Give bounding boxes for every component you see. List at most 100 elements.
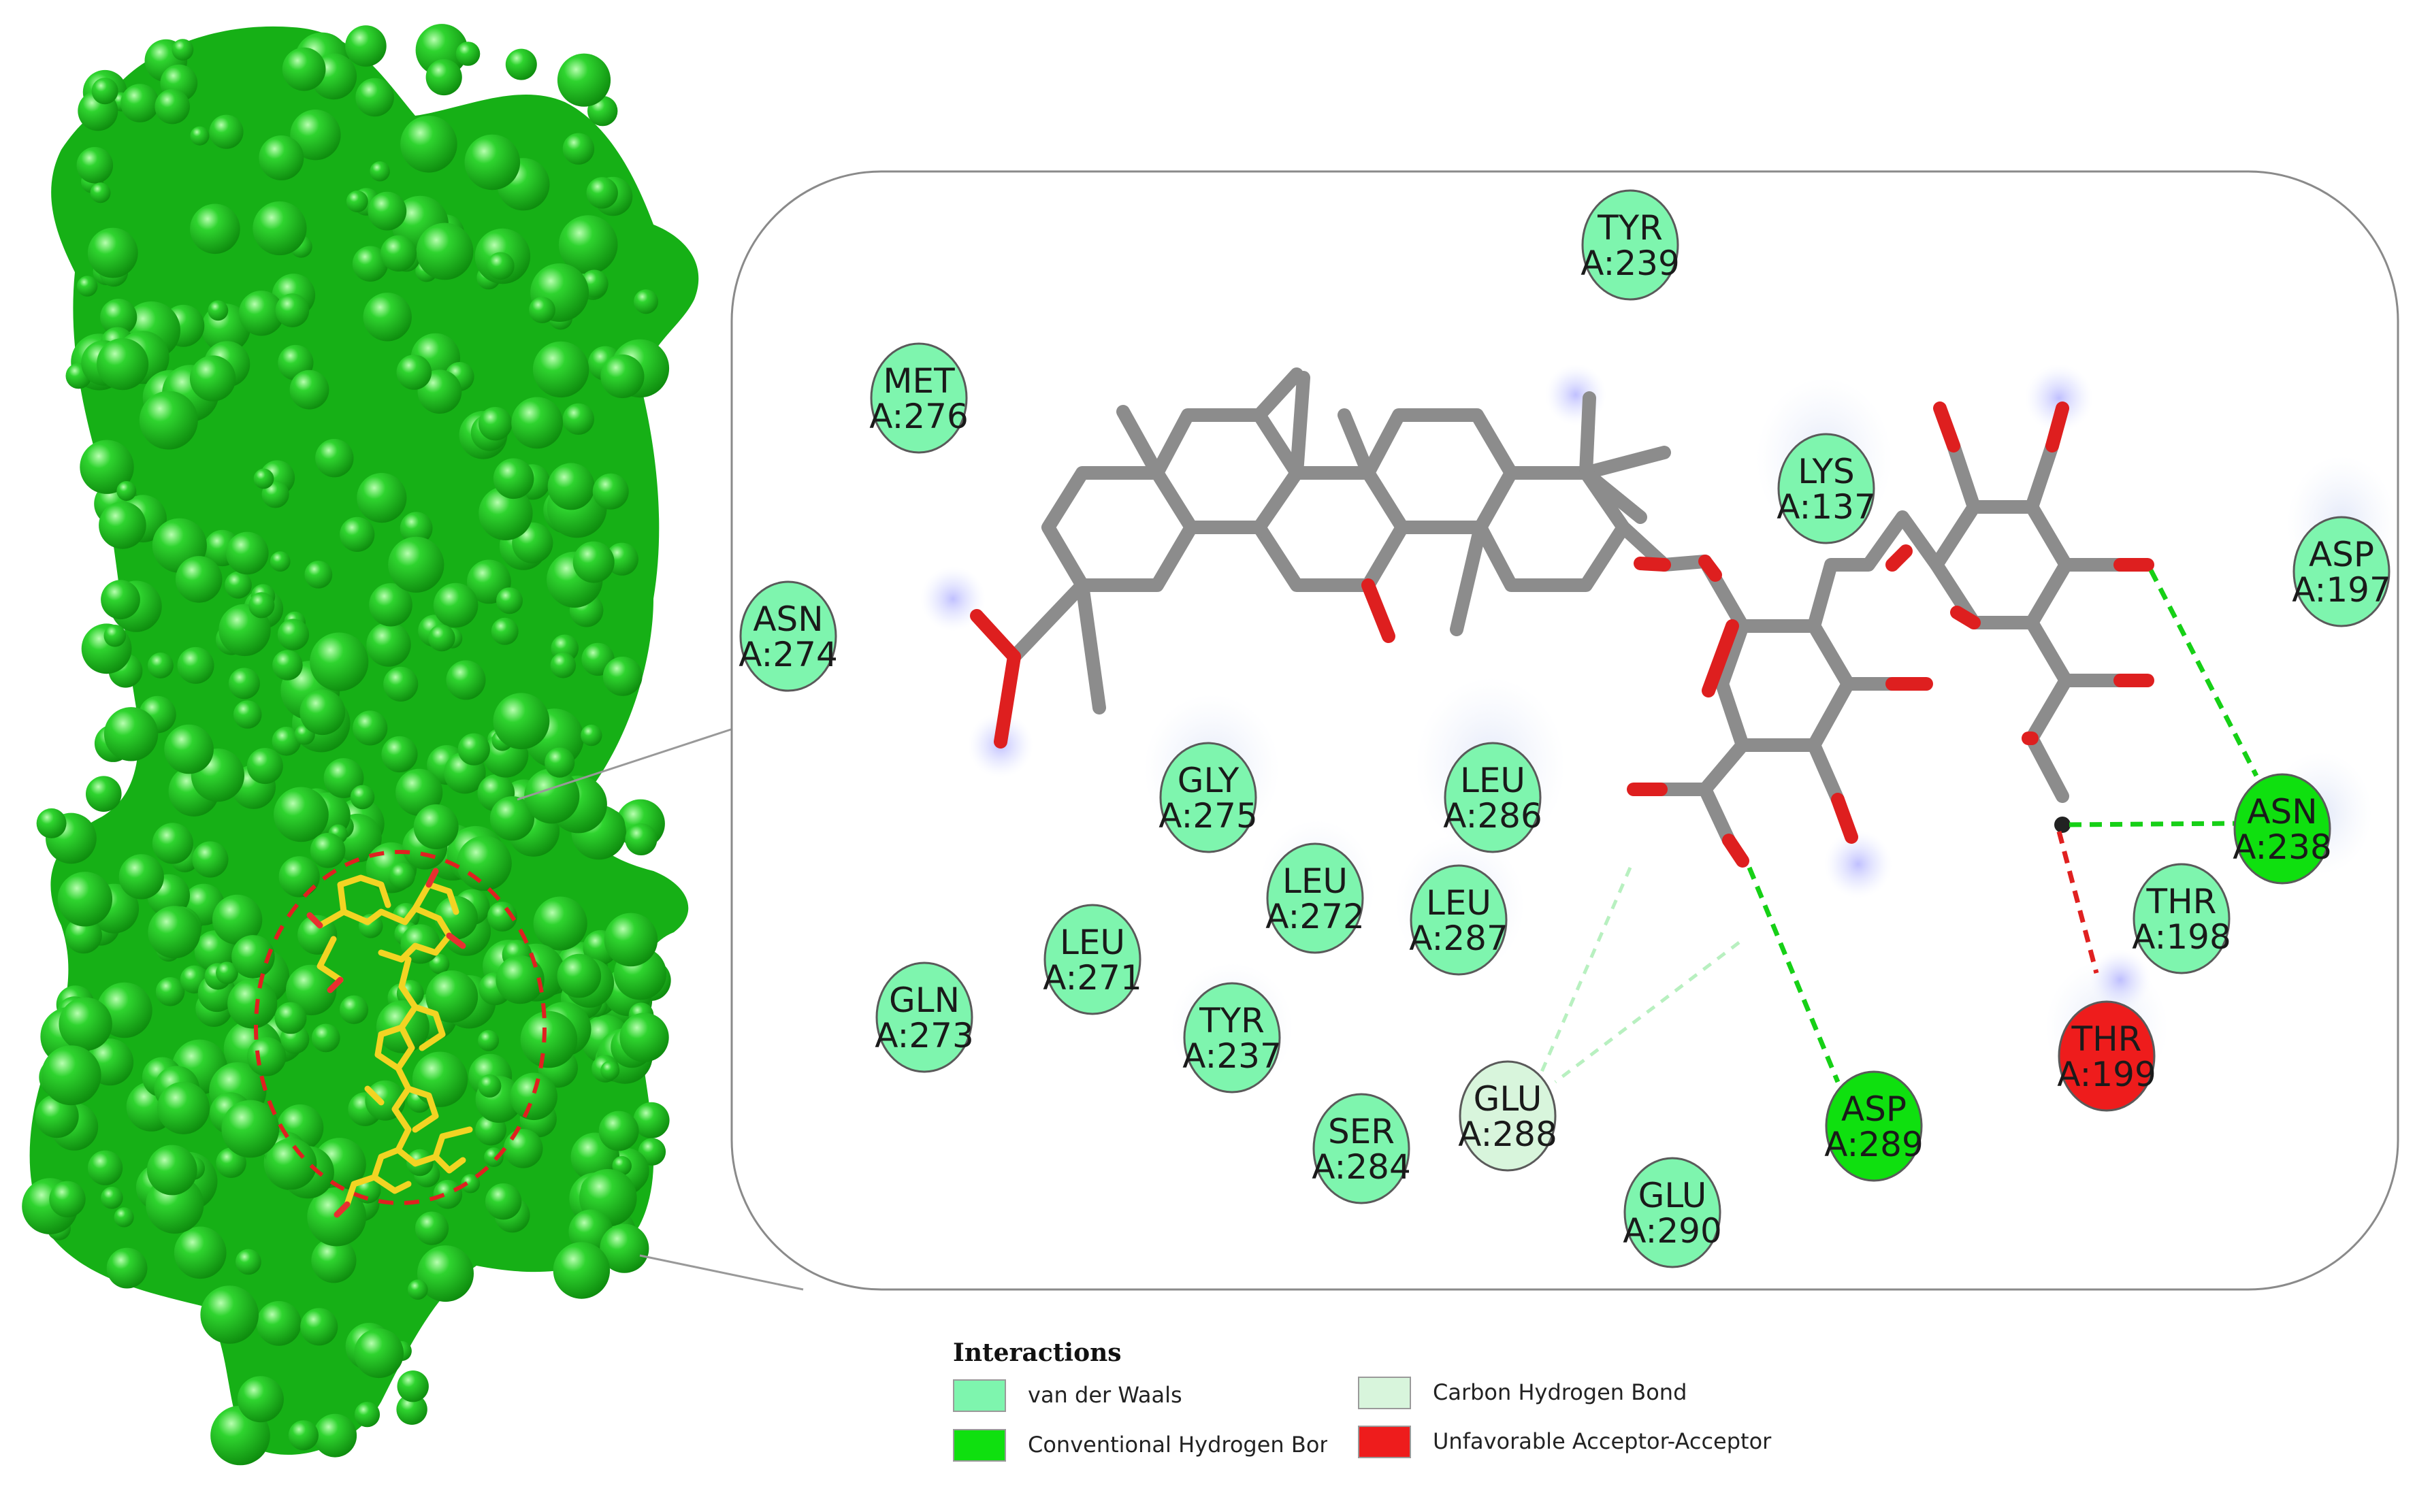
surface-bump <box>103 625 127 647</box>
residue-number: A:239 <box>1581 244 1680 283</box>
surface-bump <box>396 355 432 390</box>
surface-bump <box>368 191 407 231</box>
ligand-oxygens <box>306 868 466 1218</box>
surface-bump <box>237 1376 284 1423</box>
surface-bump <box>155 977 185 1006</box>
surface-bump <box>155 88 190 125</box>
surface-bump <box>547 463 595 510</box>
surface-bump <box>633 1102 670 1138</box>
surface-bump <box>76 147 114 184</box>
surface-bump <box>311 1238 357 1283</box>
surface-bump <box>139 391 198 450</box>
surface-bump <box>278 856 320 898</box>
surface-bump <box>395 768 443 816</box>
ligand-stick-model <box>317 874 473 1208</box>
surface-bump <box>91 78 118 105</box>
surface-bump <box>297 915 338 955</box>
residue-number: A:137 <box>1777 487 1876 527</box>
surface-bump <box>164 724 214 774</box>
residue-name: THR <box>2146 882 2217 921</box>
residue-name: ASN <box>2247 792 2317 832</box>
surface-bump <box>146 1145 197 1196</box>
residue-number: A:274 <box>739 635 838 674</box>
residue-name: THR <box>2071 1019 2142 1059</box>
surface-bump <box>290 110 341 161</box>
surface-bump <box>357 473 407 523</box>
legend-label-carbon-hbond: Carbon Hydrogen Bond <box>1433 1379 1687 1405</box>
surface-bump <box>152 823 193 864</box>
surface-bump <box>228 668 260 700</box>
surface-bump <box>380 235 417 272</box>
surface-bump <box>282 47 326 91</box>
residue-number: A:273 <box>875 1016 974 1055</box>
surface-bump <box>491 617 519 645</box>
surface-bump <box>511 397 563 449</box>
surface-bump <box>274 1002 307 1034</box>
residue-name: LYS <box>1798 452 1855 491</box>
surface-bump <box>147 653 174 678</box>
residue-disc <box>1777 433 1875 544</box>
zoom-line-top <box>517 727 736 801</box>
residue-number: A:272 <box>1265 897 1365 936</box>
surface-bump <box>562 403 594 435</box>
residue-disc <box>1459 1060 1557 1172</box>
surface-bump <box>114 1207 134 1228</box>
surface-bump <box>489 796 535 841</box>
surface-bump <box>413 804 459 849</box>
surface-bump <box>600 1223 649 1273</box>
residue-number: A:287 <box>1409 919 1508 958</box>
surface-bump <box>221 1100 280 1158</box>
residue-number: A:237 <box>1182 1036 1282 1076</box>
residue-disc <box>1159 742 1257 853</box>
surface-bump <box>408 1279 428 1300</box>
surface-bump <box>35 1094 79 1138</box>
surface-bump <box>545 747 575 778</box>
surface-bump <box>77 276 98 297</box>
surface-bump <box>277 619 309 651</box>
residue-name: ASN <box>753 599 823 639</box>
residue-discs: TYRA:239META:276LYSA:137ASPA:197ASNA:274… <box>739 189 2391 1268</box>
surface-bump <box>558 215 618 274</box>
surface-bump <box>396 1394 427 1425</box>
surface-bump <box>345 25 387 67</box>
surface-bump <box>227 979 278 1029</box>
surface-bump <box>388 536 444 593</box>
zoom-line-bottom <box>639 1254 804 1291</box>
residue-name: LEU <box>1060 923 1125 962</box>
surface-bump <box>59 997 112 1051</box>
legend-label-conventional-hbond: Conventional Hydrogen Bon‹ <box>1028 1432 1327 1458</box>
surface-bump <box>311 1023 340 1053</box>
surface-bump <box>118 854 164 900</box>
surface-bump <box>433 582 479 628</box>
surface-bump <box>192 841 229 878</box>
surface-bump <box>455 42 481 66</box>
residue-disc <box>2233 773 2331 885</box>
surface-bump <box>572 541 615 583</box>
chbond-glu288-a <box>1540 867 1632 1072</box>
surface-bump <box>586 177 618 209</box>
surface-bump <box>557 953 602 998</box>
unfavorable-thr199 <box>2056 831 2099 974</box>
surface-bump <box>557 53 611 107</box>
legend-swatch-carbon-hbond <box>1358 1377 1411 1409</box>
surface-bump <box>216 962 238 985</box>
residue-disc <box>1043 904 1141 1015</box>
surface-bump <box>97 338 149 391</box>
surface-bump <box>350 785 375 810</box>
residue-name: TYR <box>1199 1001 1265 1040</box>
surface-bump <box>259 135 304 180</box>
surface-bump <box>340 516 375 553</box>
surface-bump <box>310 632 369 691</box>
surface-bump <box>100 299 137 336</box>
residue-name: GLY <box>1178 761 1239 800</box>
surface-bump <box>87 227 138 278</box>
surface-bump <box>116 481 137 501</box>
surface-bump <box>496 587 523 614</box>
ligand-oxygen-atoms <box>970 401 2154 868</box>
residue-number: A:271 <box>1043 958 1142 998</box>
residue-name: LEU <box>1460 761 1525 800</box>
